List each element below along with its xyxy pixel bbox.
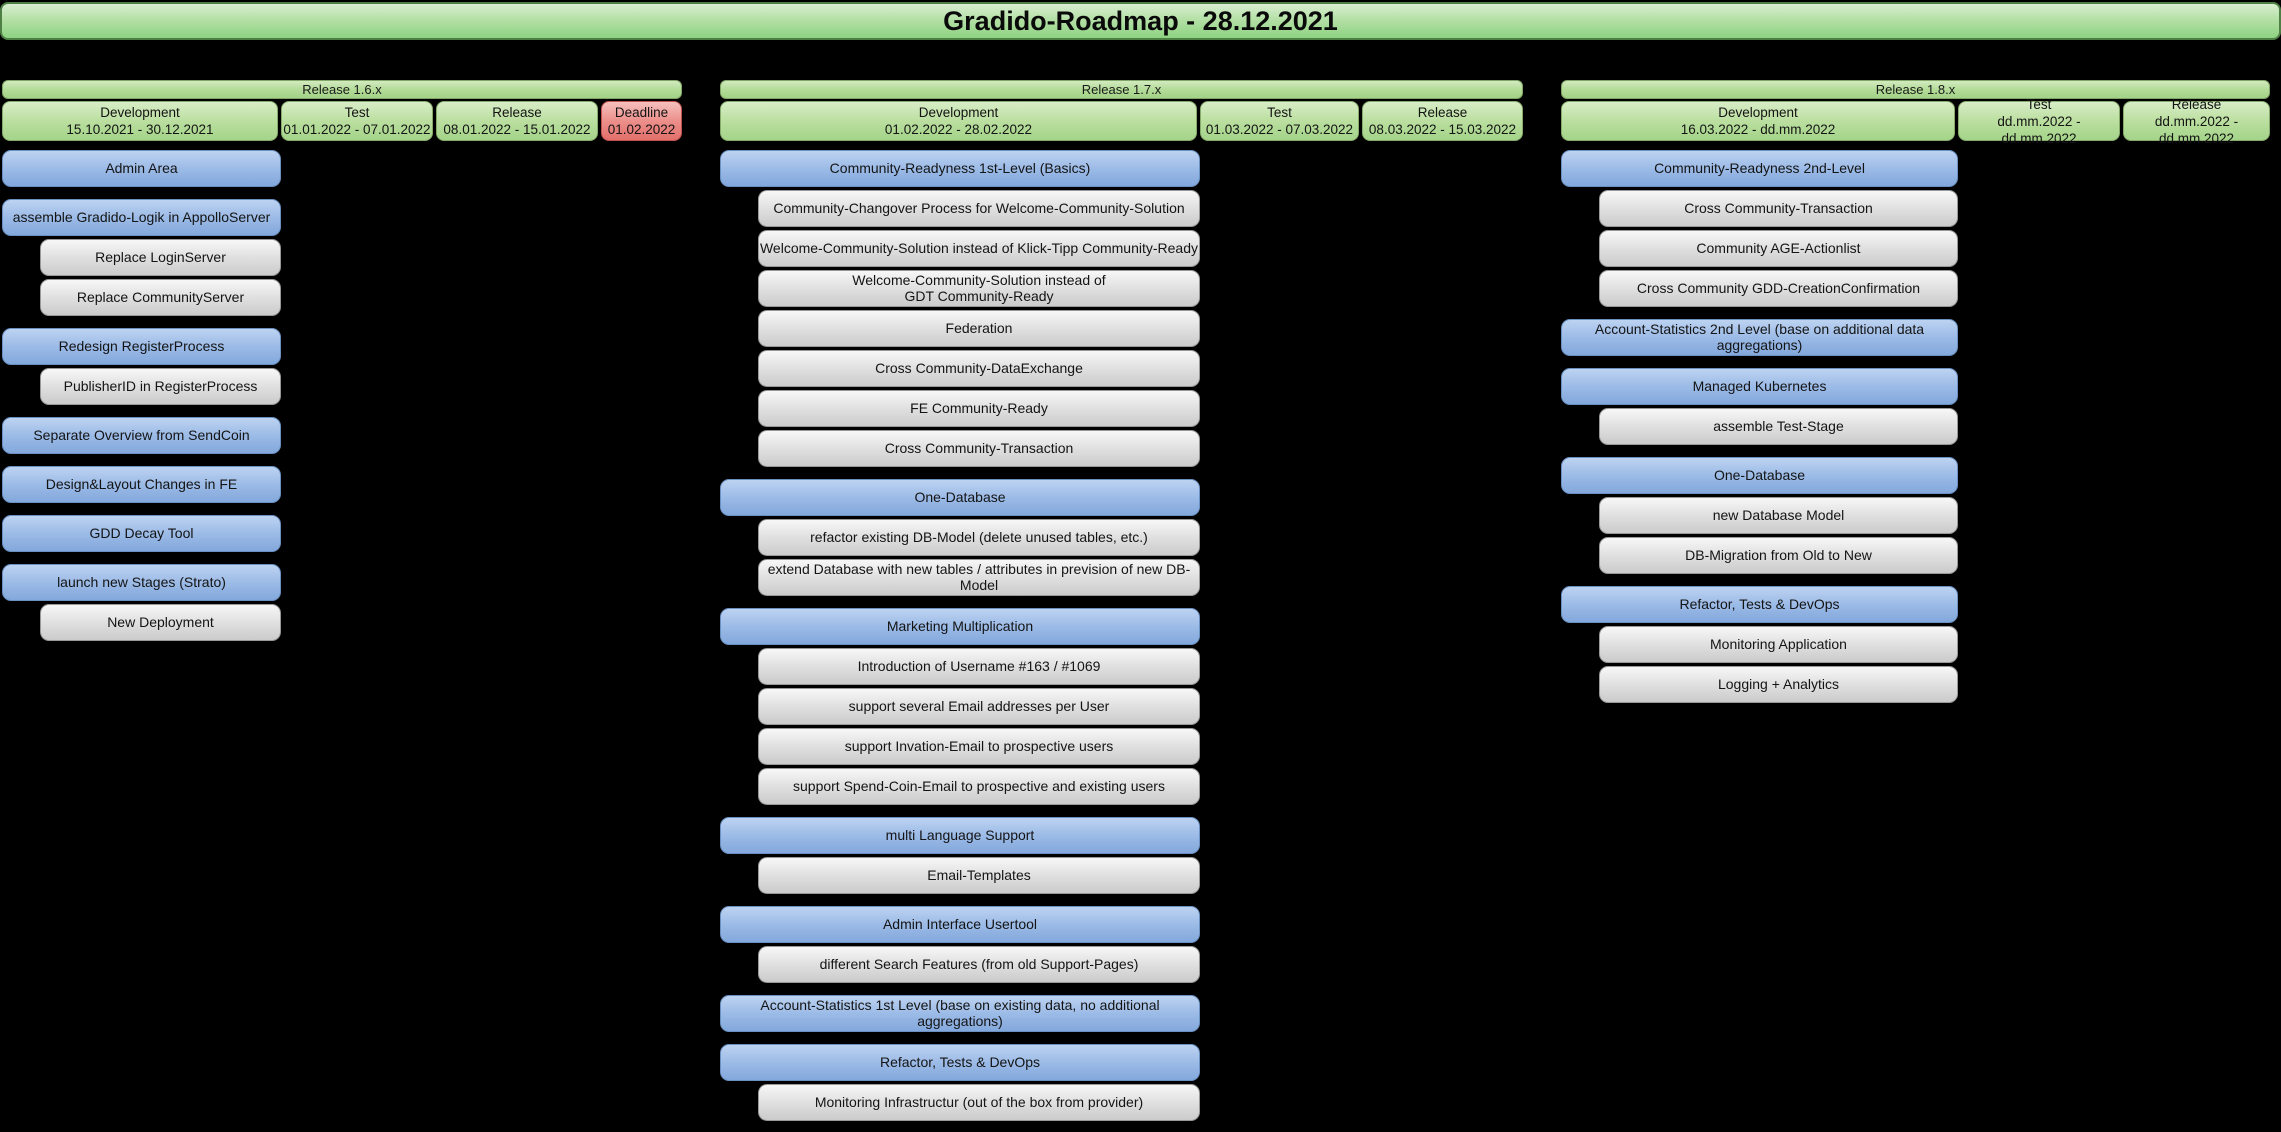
phase-dates: 08.01.2022 - 15.01.2022 <box>443 122 591 137</box>
task-box-sub: support several Email addresses per User <box>758 688 1200 725</box>
phase-box-development: Development 15.10.2021 - 30.12.2021 <box>2 101 278 141</box>
task-box-group: Admin Area <box>2 150 281 187</box>
task-box-group: Refactor, Tests & DevOps <box>1561 586 1958 623</box>
task-box-sub: extend Database with new tables / attrib… <box>758 559 1200 596</box>
task-list: Community-Readyness 1st-Level (Basics)Co… <box>720 150 1200 1121</box>
task-box-sub: Cross Community-Transaction <box>758 430 1200 467</box>
task-box-group: One-Database <box>1561 457 1958 494</box>
task-box-group: launch new Stages (Strato) <box>2 564 281 601</box>
release-header: Release 1.6.x <box>2 80 682 99</box>
task-box-sub: different Search Features (from old Supp… <box>758 946 1200 983</box>
task-box-group: One-Database <box>720 479 1200 516</box>
task-box-sub: New Deployment <box>40 604 281 641</box>
phase-box-development: Development 01.02.2022 - 28.02.2022 <box>720 101 1197 141</box>
phase-name: Development <box>1718 105 1798 120</box>
task-box-sub: Welcome-Community-Solution instead of GD… <box>758 270 1200 307</box>
task-box-group: Account-Statistics 1st Level (base on ex… <box>720 995 1200 1032</box>
phase-box-deadline: Deadline 01.02.2022 <box>601 101 682 141</box>
task-box-sub: PublisherID in RegisterProcess <box>40 368 281 405</box>
phase-box-test: Test 01.01.2022 - 07.01.2022 <box>281 101 433 141</box>
phase-box-release: Release 08.01.2022 - 15.01.2022 <box>436 101 598 141</box>
roadmap-title-bar: Gradido-Roadmap - 28.12.2021 <box>0 2 2281 40</box>
task-box-group: GDD Decay Tool <box>2 515 281 552</box>
phase-dates: 01.01.2022 - 07.01.2022 <box>283 122 431 137</box>
task-box-group: Community-Readyness 2nd-Level <box>1561 150 1958 187</box>
phase-name: Test <box>2026 96 2052 112</box>
phase-name: Release <box>1417 105 1468 120</box>
task-box-sub: Email-Templates <box>758 857 1200 894</box>
task-box-sub: support Spend-Coin-Email to prospective … <box>758 768 1200 805</box>
phase-box-release: Release 08.03.2022 - 15.03.2022 <box>1362 101 1523 141</box>
phase-name: Development <box>100 105 180 120</box>
task-box-sub: Federation <box>758 310 1200 347</box>
task-list: Admin Area assemble Gradido-Logik in Appo… <box>2 150 281 641</box>
phase-name: Test <box>344 105 370 120</box>
phase-dates: 01.02.2022 - 28.02.2022 <box>884 122 1033 137</box>
phase-dates: 15.10.2021 - 30.12.2021 <box>66 122 214 137</box>
task-box-group: Design&Layout Changes in FE <box>2 466 281 503</box>
task-box-group: Admin Interface Usertool <box>720 906 1200 943</box>
task-box-sub: Community-Changover Process for Welcome-… <box>758 190 1200 227</box>
release-header: Release 1.8.x <box>1561 80 2270 99</box>
task-box-sub: Replace CommunityServer <box>40 279 281 316</box>
phase-dates: 16.03.2022 - dd.mm.2022 <box>1680 122 1836 137</box>
task-box-sub: new Database Model <box>1599 497 1958 534</box>
task-box-sub: Introduction of Username #163 / #1069 <box>758 648 1200 685</box>
phase-name: Development <box>918 105 999 120</box>
phase-row: Development 01.02.2022 - 28.02.2022 Test 01… <box>720 101 1523 141</box>
phase-row: Development 15.10.2021 - 30.12.2021 Test 01… <box>2 101 682 141</box>
phase-dates: 08.03.2022 - 15.03.2022 <box>1368 122 1517 137</box>
task-box-group: Redesign RegisterProcess <box>2 328 281 365</box>
task-box-group: assemble Gradido-Logik in AppolloServer <box>2 199 281 236</box>
phase-name: Release <box>492 105 542 120</box>
phase-dates: 01.02.2022 <box>607 122 676 137</box>
task-box-group: Managed Kubernetes <box>1561 368 1958 405</box>
phase-box-test: Test 01.03.2022 - 07.03.2022 <box>1200 101 1359 141</box>
task-box-sub: refactor existing DB-Model (delete unuse… <box>758 519 1200 556</box>
task-box-group: Community-Readyness 1st-Level (Basics) <box>720 150 1200 187</box>
task-box-group: multi Language Support <box>720 817 1200 854</box>
task-box-sub: Cross Community-Transaction <box>1599 190 1958 227</box>
phase-name: Deadline <box>614 105 669 120</box>
page-title: Gradido-Roadmap - 28.12.2021 <box>943 5 1338 36</box>
task-box-sub: DB-Migration from Old to New <box>1599 537 1958 574</box>
release-header: Release 1.7.x <box>720 80 1523 99</box>
task-box-sub: Logging + Analytics <box>1599 666 1958 703</box>
task-box-group: Account-Statistics 2nd Level (base on ad… <box>1561 319 1958 356</box>
phase-name: Test <box>1267 105 1292 120</box>
task-box-sub: Community AGE-Actionlist <box>1599 230 1958 267</box>
task-box-sub: Replace LoginServer <box>40 239 281 276</box>
phase-dates: dd.mm.2022 - dd.mm.2022 <box>2154 113 2239 146</box>
task-box-sub: assemble Test-Stage <box>1599 408 1958 445</box>
phase-name: Release <box>2171 96 2222 112</box>
phase-dates: dd.mm.2022 - dd.mm.2022 <box>1997 113 2081 146</box>
task-box-sub: Welcome-Community-Solution instead of Kl… <box>758 230 1200 267</box>
task-box-sub: Cross Community-DataExchange <box>758 350 1200 387</box>
phase-box-development: Development 16.03.2022 - dd.mm.2022 <box>1561 101 1955 141</box>
task-box-group: Separate Overview from SendCoin <box>2 417 281 454</box>
task-box-sub: Monitoring Infrastructur (out of the box… <box>758 1084 1200 1121</box>
phase-dates: 01.03.2022 - 07.03.2022 <box>1205 122 1354 137</box>
task-box-group: Marketing Multiplication <box>720 608 1200 645</box>
task-box-sub: support Invation-Email to prospective us… <box>758 728 1200 765</box>
task-box-sub: Cross Community GDD-CreationConfirmation <box>1599 270 1958 307</box>
task-box-group: Refactor, Tests & DevOps <box>720 1044 1200 1081</box>
task-box-sub: FE Community-Ready <box>758 390 1200 427</box>
task-box-sub: Monitoring Application <box>1599 626 1958 663</box>
